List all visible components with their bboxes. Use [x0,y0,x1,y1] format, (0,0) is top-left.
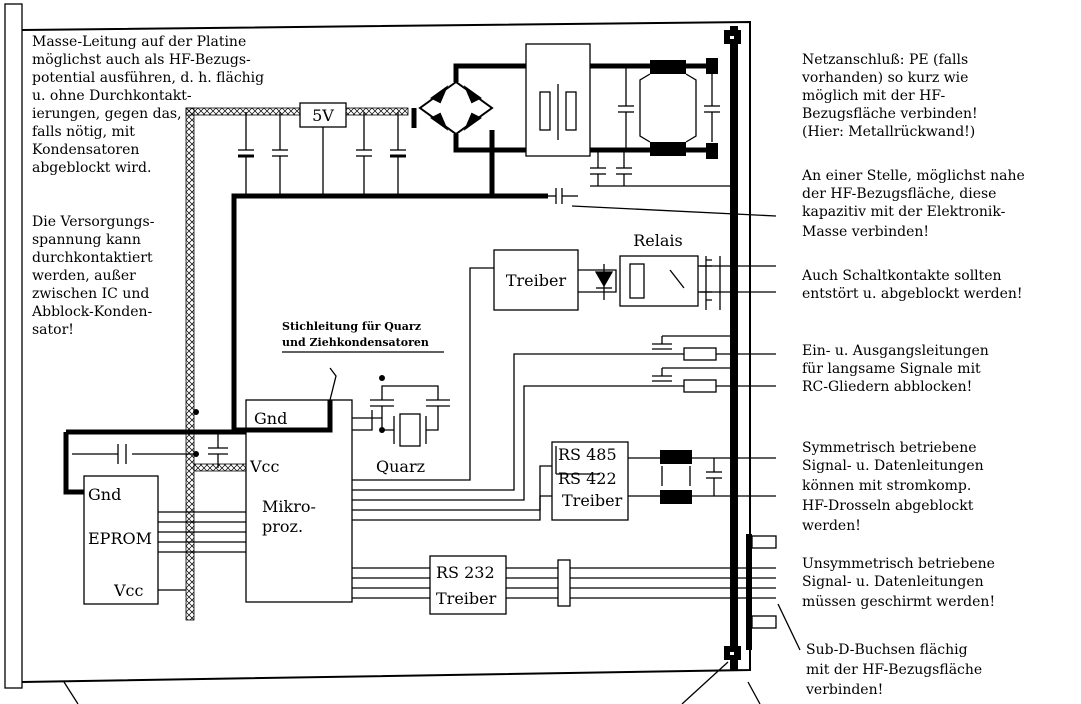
rear-metal-wall [730,26,738,671]
mcu-gnd-label: Gnd [254,409,287,428]
svg-text:für langsame Signale mit: für langsame Signale mit [802,361,981,377]
svg-text:Stichleitung für Quarz: Stichleitung für Quarz [282,320,421,333]
quartz-label: Quarz [376,457,425,476]
svg-text:potential ausführen, d. h. flä: potential ausführen, d. h. flächig [32,70,264,86]
svg-text:durchkontaktiert: durchkontaktiert [32,250,153,266]
svg-text:Treiber: Treiber [436,589,497,608]
note-schaltkontakte: Auch Schaltkontakte sollten entstört u. … [801,268,1023,302]
svg-text:werden, außer: werden, außer [32,268,136,284]
rs485-driver [551,441,629,521]
housing-outline [21,20,751,683]
svg-text:Treiber: Treiber [506,271,567,290]
choke-top [650,60,686,74]
svg-text:und Ziehkondensatoren: und Ziehkondensatoren [282,336,429,349]
eprom [83,475,159,605]
svg-text:kapazitiv mit der Elektronik-: kapazitiv mit der Elektronik- [802,204,1006,220]
front-panel [4,3,23,689]
svg-text:können mit stromkomp.: können mit stromkomp. [802,478,971,494]
svg-text:Masse verbinden!: Masse verbinden! [802,224,929,240]
relay-label: Relais [633,231,683,250]
svg-text:falls nötig, mit: falls nötig, mit [32,124,135,140]
note-symmetrisch: Symmetrisch betriebene Signal- u. Datenl… [802,440,984,534]
quartz-crystal [352,385,450,447]
svg-text:RS 485: RS 485 [558,445,617,464]
svg-text:proz.: proz. [262,517,303,536]
svg-text:Unsymmetrisch betriebene: Unsymmetrisch betriebene [802,556,995,572]
svg-text:müssen geschirmt werden!: müssen geschirmt werden! [802,594,995,610]
svg-text:EPROM: EPROM [88,529,152,548]
sub-d-connector [746,534,752,650]
svg-text:Treiber: Treiber [562,491,623,510]
note-netzanschluss: Netzanschluß: PE (falls vorhanden) so ku… [801,52,978,140]
svg-text:Masse-Leitung auf der Platine: Masse-Leitung auf der Platine [32,34,246,50]
address-bus [158,511,246,553]
leader-rear [681,661,729,704]
svg-text:Ein- u. Ausgangsleitungen: Ein- u. Ausgangsleitungen [802,343,989,359]
svg-text:Die Versorgungs-: Die Versorgungs- [32,214,155,230]
relay-driver [493,249,579,311]
microprocessor [245,399,353,603]
svg-text:möglich mit der HF-: möglich mit der HF- [802,88,945,104]
ground-bus [231,193,548,430]
choke-bottom [650,142,686,156]
rs232-driver [429,555,507,615]
svg-text:RC-Gliedern abblocken!: RC-Gliedern abblocken! [802,379,972,395]
svg-text:5V: 5V [312,106,334,125]
svg-text:entstört u. abgeblockt werden!: entstört u. abgeblockt werden! [802,286,1023,302]
bridge-rectifier [418,80,494,136]
mcu-vcc-label: Vcc [249,457,280,476]
note-versorgung: Die Versorgungs- spannung kann durchkont… [31,214,155,338]
svg-text:sator!: sator! [32,322,74,338]
note-kapazitiv: An einer Stelle, möglichst nahe der HF-B… [801,168,1025,240]
svg-text:mit der HF-Bezugsfläche: mit der HF-Bezugsfläche [806,662,982,678]
svg-text:HF-Drosseln abgeblockt: HF-Drosseln abgeblockt [802,498,974,514]
svg-text:ierungen, gegen das,: ierungen, gegen das, [32,106,182,122]
svg-text:der HF-Bezugsfläche, diese: der HF-Bezugsfläche, diese [802,186,996,202]
rc-filters [352,335,776,501]
svg-text:RS 232: RS 232 [436,563,495,582]
svg-text:Kondensatoren: Kondensatoren [32,142,139,158]
common-mode-choke [660,450,692,464]
svg-text:abgeblockt wird.: abgeblockt wird. [32,160,151,176]
svg-text:RS 422: RS 422 [558,469,617,488]
svg-text:Mikro-: Mikro- [262,497,316,516]
svg-text:Netzanschluß: PE (falls: Netzanschluß: PE (falls [802,52,968,68]
svg-text:(Hier: Metallrückwand!): (Hier: Metallrückwand!) [802,124,975,140]
supply-capacitors [238,112,406,196]
svg-text:möglichst auch als HF-Bezugs-: möglichst auch als HF-Bezugs- [32,52,251,68]
svg-text:Sub-D-Buchsen flächig: Sub-D-Buchsen flächig [806,642,968,658]
note-masse-leitung: Masse-Leitung auf der Platine möglichst … [32,34,264,176]
decoupling-capacitor [208,432,228,468]
svg-text:spannung kann: spannung kann [32,232,141,248]
svg-text:Signal- u. Datenleitungen: Signal- u. Datenleitungen [802,574,984,590]
svg-text:vorhanden) so kurz wie: vorhanden) so kurz wie [801,70,968,86]
svg-text:Gnd: Gnd [88,485,121,504]
svg-text:An einer Stelle, möglichst nah: An einer Stelle, möglichst nahe [801,168,1025,184]
note-sub-d: Sub-D-Buchsen flächig mit der HF-Bezugsf… [805,642,982,698]
svg-text:Auch Schaltkontakte sollten: Auch Schaltkontakte sollten [801,268,1002,284]
svg-text:Bezugsfläche verbinden!: Bezugsfläche verbinden! [802,106,978,122]
svg-text:werden!: werden! [802,518,861,534]
svg-text:verbinden!: verbinden! [805,682,883,698]
ferrite-bead [557,559,571,607]
stichleitung-label: Stichleitung für Quarz und Ziehkondensat… [282,320,444,353]
svg-text:zwischen IC und: zwischen IC und [32,286,149,302]
leader-left [63,681,79,704]
svg-text:Abblock-Konden-: Abblock-Konden- [31,304,153,320]
svg-text:Symmetrisch betriebene: Symmetrisch betriebene [802,440,977,456]
svg-text:Signal- u. Datenleitungen: Signal- u. Datenleitungen [802,458,984,474]
svg-text:u. ohne Durchkontakt-: u. ohne Durchkontakt- [32,88,192,104]
leader-right [747,681,761,704]
note-unsymmetrisch: Unsymmetrisch betriebene Signal- u. Date… [802,556,995,610]
note-ein-ausgang: Ein- u. Ausgangsleitungen für langsame S… [802,343,989,395]
svg-text:Vcc: Vcc [113,581,144,600]
